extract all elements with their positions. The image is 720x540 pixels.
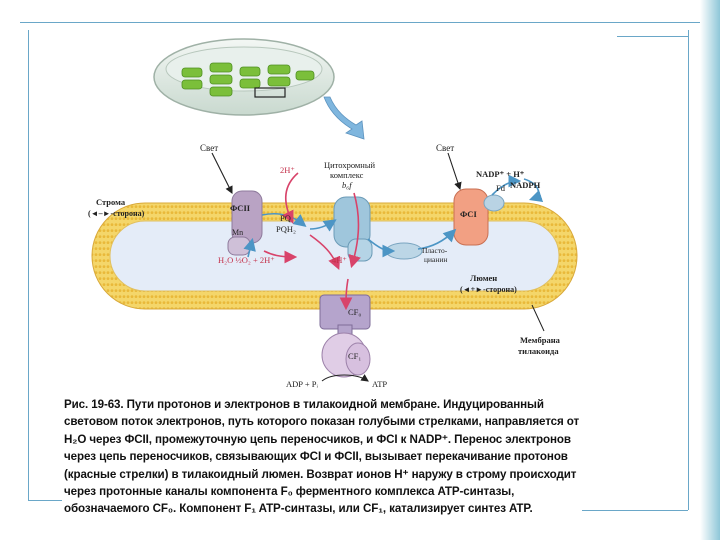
light-label-right: Свет xyxy=(436,143,454,153)
stroma-label: Строма xyxy=(96,197,126,207)
frame-top-line xyxy=(20,22,700,23)
frame-bottom-right-line xyxy=(582,510,688,511)
light-label-left: Свет xyxy=(200,143,218,153)
cf0-label: CF₀ xyxy=(348,307,361,317)
side-decoration xyxy=(700,0,720,540)
electron-flow-arrows xyxy=(243,174,544,258)
zoom-arrow xyxy=(323,96,365,140)
light-arrow-right xyxy=(447,152,462,191)
lumen-label: Люмен xyxy=(470,273,497,283)
chloroplast-illustration xyxy=(153,38,335,116)
atp-reaction-arrow xyxy=(321,374,369,382)
proton-flow-arrows xyxy=(263,172,361,311)
light-arrow-left xyxy=(211,152,233,194)
adp-label: ADP + Pᵢ xyxy=(286,379,318,389)
cytochrome-label-line1: Цитохромный xyxy=(324,160,376,170)
diagram-svg: Свет Свет Строма (◄–►-сторона) ФСII ФСI … xyxy=(88,38,578,389)
membrane-label-line2: тилакоида xyxy=(518,346,559,356)
frame-left-line xyxy=(28,30,29,500)
psi-complex xyxy=(453,188,505,246)
stroma-side-label: (◄–►-сторона) xyxy=(88,209,145,218)
membrane-label-line1: Мембрана xyxy=(520,335,561,345)
membrane-leader-line xyxy=(531,304,545,332)
caption-title: Рис. 19-63. Пути протонов и электронов в… xyxy=(64,398,440,411)
lumen-side-label: (◄+►-сторона) xyxy=(460,285,517,294)
atp-synthase xyxy=(319,294,371,378)
frame-inner-right-line xyxy=(617,36,689,37)
cytochrome-label-line2: комплекс xyxy=(330,170,364,180)
mn-label: Mn xyxy=(232,228,243,237)
atp-label: ATP xyxy=(372,379,387,389)
frame-right-line xyxy=(688,30,689,510)
thylakoid-diagram: Свет Свет Строма (◄–►-сторона) ФСII ФСI … xyxy=(62,25,617,393)
psii-label: ФСII xyxy=(230,203,251,213)
figure-caption: Рис. 19-63. Пути протонов и электронов в… xyxy=(62,393,582,527)
nadph-label: NADPH xyxy=(510,180,541,190)
nadp-label: NADP⁺ + H⁺ xyxy=(476,169,525,179)
pqh2-label: PQH₂ xyxy=(276,224,296,234)
psi-label: ФСI xyxy=(460,209,477,219)
cf1-label: CF₁ xyxy=(348,351,361,361)
two-h-label: 2H⁺ xyxy=(280,165,295,175)
frame-bottom-line xyxy=(28,500,64,501)
cytochrome-label-line3: b₆f xyxy=(342,180,353,190)
fd-label: Fd xyxy=(496,183,506,193)
four-h-label: 4H⁺ xyxy=(332,255,347,265)
water-reaction-label: H₂O ½O₂ + 2H⁺ xyxy=(218,255,275,265)
plastocyanin-label-line2: цианин xyxy=(424,255,447,264)
plastocyanin-label-line1: Пласто- xyxy=(422,246,448,255)
pq-label: PQ xyxy=(280,213,291,223)
caption-body: Индуцированный световом поток электронов… xyxy=(64,398,580,516)
